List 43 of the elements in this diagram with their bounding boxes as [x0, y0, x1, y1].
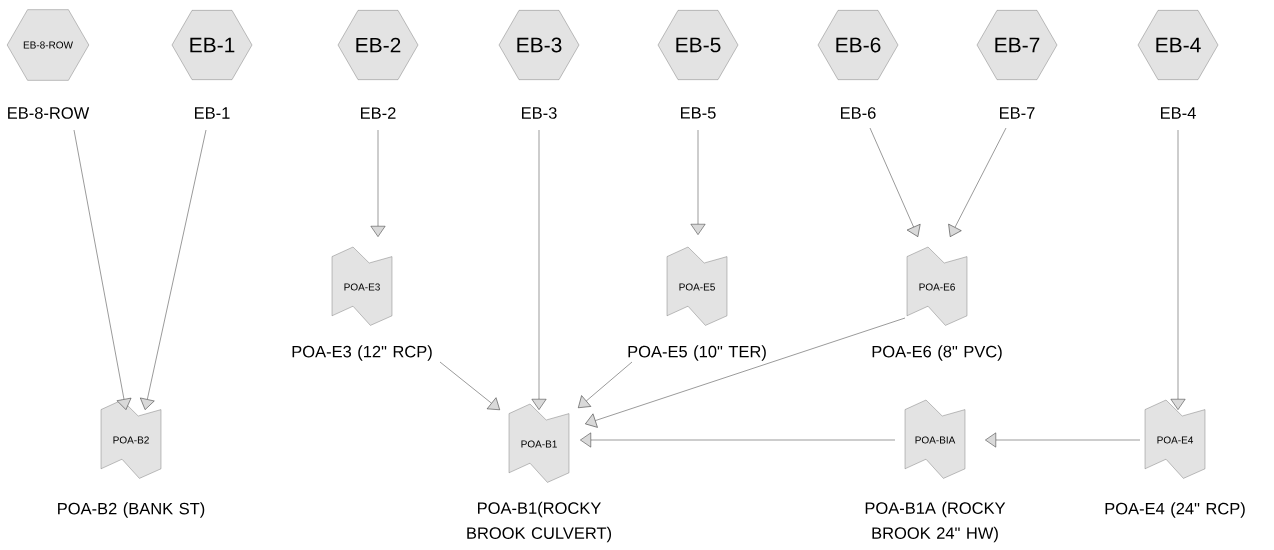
node-caption: EB-8-ROW [8, 107, 90, 119]
arrow [531, 129, 547, 410]
hexagon-node: EB-8-ROW [6, 9, 90, 81]
node-caption: EB-2 [361, 107, 396, 119]
node-caption: POA-E6 (8" PVC) [872, 345, 1002, 361]
arrow [370, 129, 386, 237]
arrow [580, 432, 896, 448]
flag-node: POA-E4 [1144, 399, 1206, 479]
node-caption: EB-3 [522, 107, 557, 119]
arrow [948, 127, 1007, 237]
flag-node: POA-E3 [331, 246, 393, 326]
hexagon-node: EB-6 [817, 10, 899, 80]
hexagon-node: EB-7 [976, 10, 1058, 80]
arrow [439, 361, 500, 410]
hexagon-node: EB-1 [171, 10, 253, 80]
node-caption: POA-B2 (BANK ST) [58, 502, 205, 518]
arrow [985, 432, 1141, 448]
arrow [578, 361, 633, 408]
flag-node: POA-E5 [666, 246, 728, 326]
node-caption: POA-B1A (ROCKY BROOK 24" HW) [865, 501, 1006, 543]
hexagon-node: EB-4 [1137, 10, 1219, 80]
hexagon-node: EB-3 [498, 10, 580, 80]
node-caption: EB-7 [1000, 107, 1035, 119]
arrow [585, 317, 906, 428]
arrow [140, 129, 207, 410]
hexagon-node: EB-5 [657, 10, 739, 80]
node-caption: POA-E4 (24" RCP) [1105, 502, 1245, 518]
flag-node: POA-BIA [904, 399, 966, 479]
arrow [869, 127, 921, 237]
hexagon-node: EB-2 [337, 10, 419, 80]
flag-node: POA-B2 [100, 399, 162, 479]
flag-node: POA-B1 [508, 403, 570, 483]
arrow [1170, 129, 1186, 410]
node-caption: EB-4 [1161, 107, 1196, 119]
arrow [690, 129, 706, 235]
flag-node: POA-E6 [906, 246, 968, 326]
arrow [73, 129, 132, 410]
node-caption: POA-E5 (10" TER) [628, 345, 766, 361]
node-caption: POA-E3 (12" RCP) [292, 345, 432, 361]
node-caption: POA-B1(ROCKY BROOK CULVERT) [467, 501, 612, 543]
node-caption: EB-6 [841, 107, 876, 119]
node-caption: EB-1 [195, 107, 230, 119]
node-caption: EB-5 [681, 107, 716, 119]
